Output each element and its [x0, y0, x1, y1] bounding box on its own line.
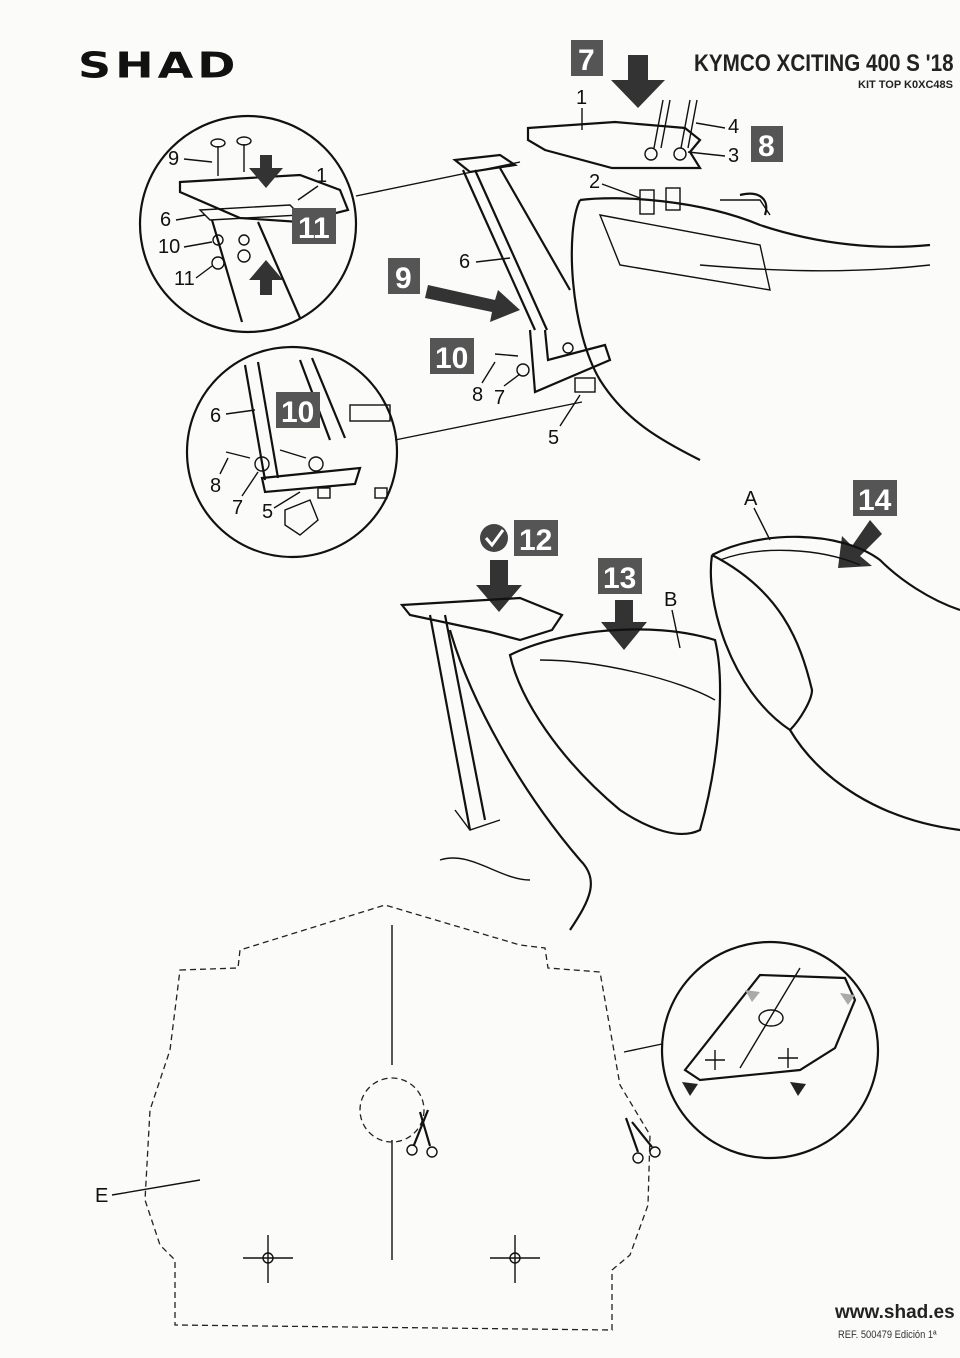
check-icon	[484, 529, 505, 548]
step-box-12: 12	[480, 520, 558, 557]
step-box-7: 7	[571, 40, 603, 77]
svg-text:2: 2	[589, 171, 600, 193]
svg-text:1: 1	[316, 165, 327, 187]
svg-text:5: 5	[262, 501, 273, 523]
svg-text:B: B	[664, 589, 677, 611]
arrow-down-icon	[476, 560, 522, 612]
cutting-template	[111, 904, 651, 1331]
svg-text:8: 8	[758, 130, 775, 163]
step-box-10-detail: 10	[276, 392, 320, 429]
part-labels: 1 2 3 4 6 8 7 5 9 1 6 10 11 6 8 7 5 A	[95, 87, 771, 1207]
arrow-down-icon	[682, 1082, 698, 1096]
svg-text:6: 6	[160, 209, 171, 231]
svg-text:7: 7	[232, 497, 243, 519]
step-box-14: 14	[853, 480, 897, 517]
svg-text:11: 11	[298, 212, 330, 245]
arrow-up-icon	[249, 260, 283, 295]
svg-text:6: 6	[459, 251, 470, 273]
model-title: KYMCO XCITING 400 S '18	[694, 50, 954, 77]
side-bracket	[452, 153, 612, 394]
svg-text:A: A	[744, 488, 758, 510]
motorcycle-tail-top	[570, 192, 931, 461]
detail-circle-11	[138, 114, 358, 334]
seat-assembly	[399, 535, 960, 931]
scissors-icon	[406, 1109, 438, 1158]
brand-logo: SHAD	[78, 44, 240, 87]
kit-code: KIT TOP K0XC48S	[858, 79, 953, 91]
svg-text:1: 1	[576, 87, 587, 109]
svg-text:10: 10	[158, 236, 180, 258]
svg-text:9: 9	[168, 148, 179, 170]
mounting-plate-top	[526, 99, 702, 215]
leader-line	[394, 401, 583, 441]
step-box-11: 11	[292, 208, 336, 245]
svg-text:12: 12	[519, 524, 552, 557]
svg-text:11: 11	[174, 268, 195, 290]
detail-circle-10	[185, 345, 399, 559]
reference-number: REF. 500479 Edición 1ª	[838, 1329, 937, 1341]
svg-text:3: 3	[728, 145, 739, 167]
arrow-down-icon	[601, 600, 647, 650]
svg-text:7: 7	[494, 387, 505, 409]
leader-line	[623, 1043, 663, 1053]
svg-text:14: 14	[858, 484, 892, 517]
arrow-down-icon	[790, 1082, 806, 1096]
step-box-10: 10	[430, 338, 474, 375]
svg-text:10: 10	[435, 342, 468, 375]
svg-text:6: 6	[210, 405, 221, 427]
website-link[interactable]: www.shad.es	[835, 1302, 955, 1323]
arrow-right-icon	[425, 285, 520, 322]
svg-text:9: 9	[395, 262, 412, 295]
svg-text:8: 8	[210, 475, 221, 497]
leader-line	[355, 161, 521, 197]
scissors-icon	[624, 1117, 661, 1164]
step-box-8: 8	[751, 126, 783, 163]
arrow-down-left-icon	[838, 520, 882, 568]
arrow-down-icon	[611, 55, 665, 108]
detail-circle-template	[660, 940, 880, 1160]
arrow-down-icon	[249, 155, 283, 188]
svg-text:4: 4	[728, 116, 739, 138]
svg-text:13: 13	[603, 562, 636, 595]
svg-text:7: 7	[578, 44, 595, 77]
svg-text:E: E	[95, 1185, 108, 1207]
svg-text:5: 5	[548, 427, 559, 449]
svg-text:8: 8	[472, 384, 483, 406]
svg-text:10: 10	[281, 396, 314, 429]
step-box-9: 9	[388, 258, 420, 295]
step-box-13: 13	[598, 558, 642, 595]
